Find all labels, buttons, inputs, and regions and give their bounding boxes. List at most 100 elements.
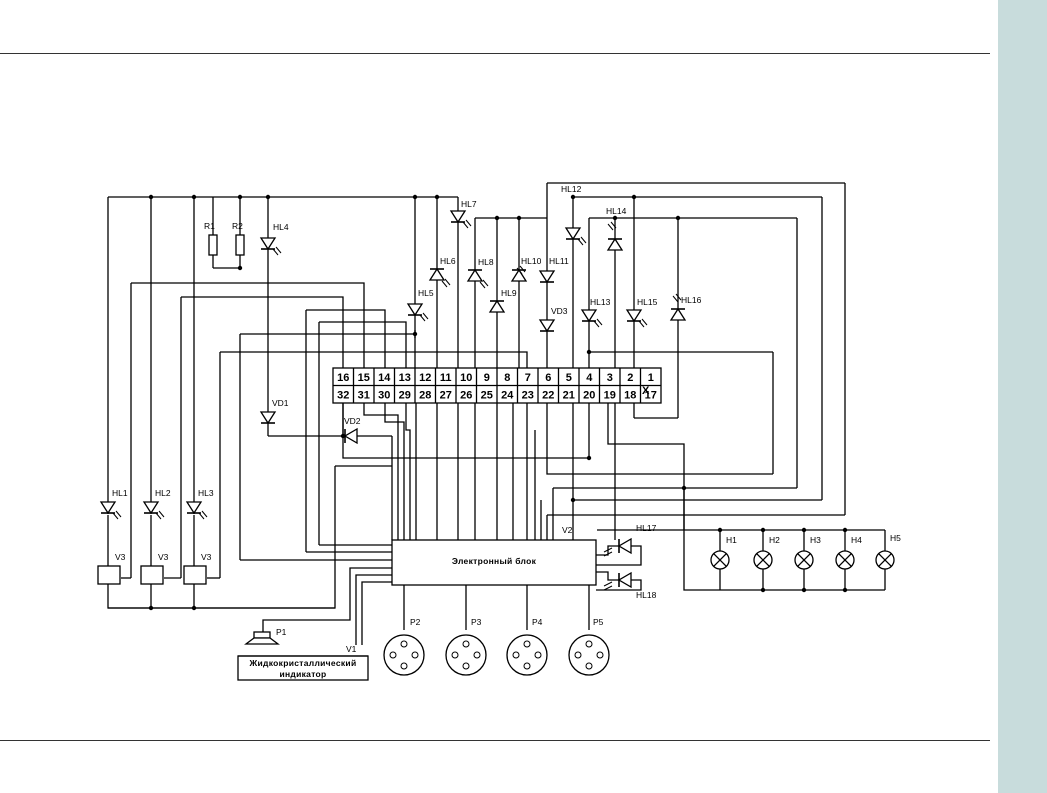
- svg-text:V2: V2: [562, 525, 573, 535]
- buzzer-p1: P1: [244, 627, 287, 645]
- connector-pin-top: 2: [627, 372, 633, 384]
- encoder-p4: P4: [506, 617, 548, 676]
- connector-pin-bottom: 24: [501, 390, 514, 402]
- connector-pin-top: 4: [586, 372, 593, 384]
- svg-text:индикатор: индикатор: [279, 669, 326, 679]
- svg-text:HL18: HL18: [636, 590, 657, 600]
- sensor-v3-1: V3: [97, 552, 126, 585]
- svg-text:H5: H5: [890, 533, 901, 543]
- led-hl12: HL12: [561, 184, 587, 246]
- connector-pin-bottom: 32: [337, 390, 349, 402]
- led-hl14: HL14: [606, 206, 627, 253]
- junctions: [148, 194, 848, 611]
- encoder-p5: P5: [568, 617, 610, 676]
- sensor-v3-3: V3: [183, 552, 212, 585]
- connector-pin-bottom: 21: [563, 390, 575, 402]
- svg-text:P3: P3: [471, 617, 482, 627]
- connector-pin-bottom: 19: [604, 390, 616, 402]
- connector-pin-top: 3: [607, 372, 613, 384]
- svg-text:HL12: HL12: [561, 184, 582, 194]
- lamp-h5: H5: [875, 533, 901, 570]
- connector-pin-top: 11: [440, 372, 452, 384]
- svg-text:HL9: HL9: [501, 288, 517, 298]
- svg-text:V3: V3: [158, 552, 169, 562]
- lamp-h3: H3: [794, 535, 821, 570]
- svg-text:H3: H3: [810, 535, 821, 545]
- resistor-r2: R2: [232, 221, 245, 256]
- svg-text:V3: V3: [115, 552, 126, 562]
- lamp-h4: H4: [835, 535, 862, 570]
- connector-pin-bottom: 31: [358, 390, 370, 402]
- connector-pin-top: 5: [566, 372, 572, 384]
- connector-pin-bottom: 29: [399, 390, 411, 402]
- connector-pin-bottom: 18: [624, 390, 636, 402]
- svg-text:R2: R2: [232, 221, 243, 231]
- lcd-indicator: V1 Жидкокристаллический индикатор: [237, 644, 369, 681]
- connector-pin-bottom: 26: [460, 390, 472, 402]
- led-hl18: HL18: [603, 571, 657, 600]
- led-hl17: HL17: [603, 523, 657, 557]
- svg-text:HL10: HL10: [521, 256, 542, 266]
- connector-pin-bottom: 23: [522, 390, 534, 402]
- svg-text:P1: P1: [276, 627, 287, 637]
- svg-text:HL17: HL17: [636, 523, 657, 533]
- svg-text:R1: R1: [204, 221, 215, 231]
- svg-text:H4: H4: [851, 535, 862, 545]
- lamp-h1: H1: [710, 535, 737, 570]
- svg-text:HL1: HL1: [112, 488, 128, 498]
- svg-text:HL7: HL7: [461, 199, 477, 209]
- connector-pin-top: 8: [504, 372, 510, 384]
- top-divider: [0, 53, 990, 54]
- svg-text:H1: H1: [726, 535, 737, 545]
- connector-pin-top: 10: [460, 372, 472, 384]
- sensor-v3-2: V3: [140, 552, 169, 585]
- svg-text:V3: V3: [201, 552, 212, 562]
- diode-vd2: VD2: [343, 416, 361, 445]
- diode-vd1: VD1: [260, 398, 289, 425]
- svg-text:HL16: HL16: [681, 295, 702, 305]
- connector-pin-bottom: 25: [481, 390, 493, 402]
- led-hl10: HL10: [511, 256, 542, 284]
- connector-pin-bottom: 17: [645, 390, 657, 402]
- bottom-divider: [0, 740, 990, 741]
- encoder-p3: P3: [445, 617, 487, 676]
- connector-pin-bottom: 28: [419, 390, 431, 402]
- led-hl15: HL15: [626, 297, 658, 328]
- svg-text:HL5: HL5: [418, 288, 434, 298]
- svg-text:HL3: HL3: [198, 488, 214, 498]
- led-hl8: HL8: [467, 257, 494, 289]
- led-hl6: HL6: [429, 256, 456, 288]
- svg-text:Жидкокристаллический: Жидкокристаллический: [249, 658, 357, 668]
- svg-text:P4: P4: [532, 617, 543, 627]
- connector-pin-top: 12: [419, 372, 431, 384]
- connector-pin-bottom: 20: [583, 390, 595, 402]
- electronic-block: Электронный блок V2: [391, 525, 597, 586]
- diode-vd3: VD3: [539, 306, 568, 333]
- svg-text:H2: H2: [769, 535, 780, 545]
- svg-text:HL14: HL14: [606, 206, 627, 216]
- encoder-p2: P2: [383, 617, 425, 676]
- connector-pin-top: 6: [545, 372, 551, 384]
- led-hl11: HL11: [539, 256, 569, 284]
- led-hl16: HL16: [670, 293, 702, 323]
- led-hl13: HL13: [581, 297, 611, 328]
- svg-text:VD3: VD3: [551, 306, 568, 316]
- connector-pin-top: 15: [358, 372, 370, 384]
- connector-pin-top: 13: [399, 372, 411, 384]
- svg-text:Электронный блок: Электронный блок: [452, 556, 537, 566]
- svg-text:HL11: HL11: [549, 256, 569, 266]
- lamp-h2: H2: [753, 535, 780, 570]
- svg-text:VD1: VD1: [272, 398, 289, 408]
- connector-pin-bottom: 30: [378, 390, 390, 402]
- svg-text:V1: V1: [346, 644, 357, 654]
- connector-pin-top: 16: [337, 372, 349, 384]
- svg-text:HL4: HL4: [273, 222, 289, 232]
- resistor-r1: R1: [204, 221, 218, 256]
- svg-text:P2: P2: [410, 617, 421, 627]
- svg-text:HL15: HL15: [637, 297, 658, 307]
- led-hl4: HL4: [260, 222, 289, 256]
- svg-text:HL2: HL2: [155, 488, 171, 498]
- led-hl1: HL1: [100, 488, 128, 520]
